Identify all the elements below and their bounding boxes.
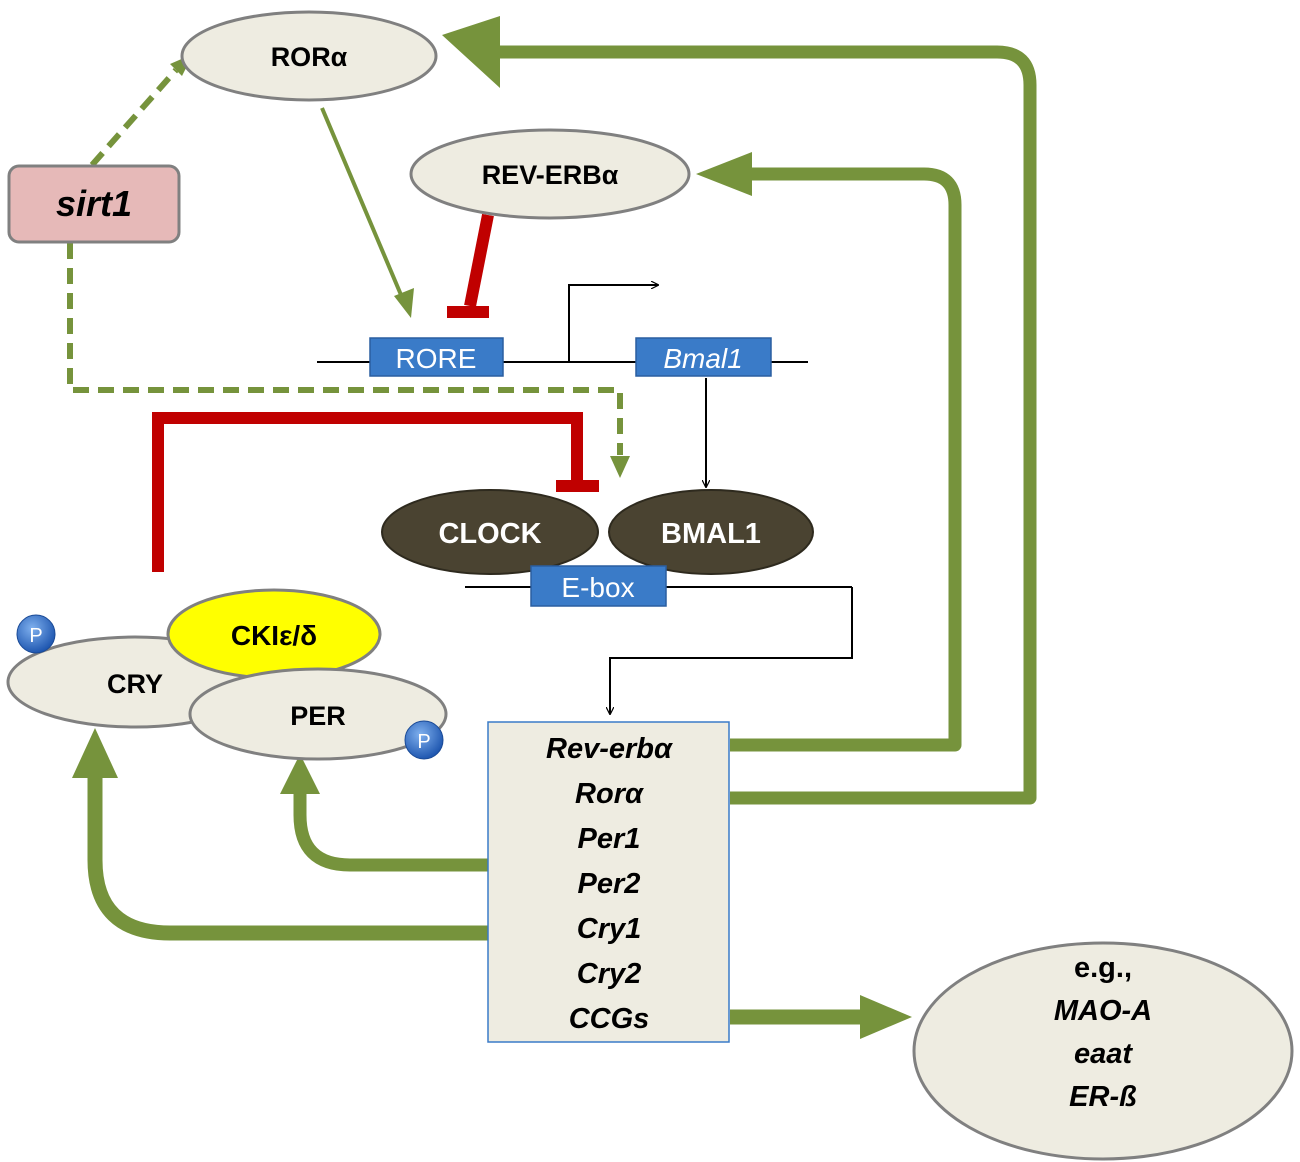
output-item-3: ER-ß [1069, 1081, 1137, 1113]
bmal1-tss-arrow [568, 285, 658, 362]
rore-label: RORE [396, 343, 477, 374]
clock-protein-node [381, 489, 599, 575]
cry-feedback-arrow [87, 775, 488, 941]
reverb-represses-rore [464, 213, 494, 308]
per-feedback-arrow [293, 790, 488, 872]
ebox-label: E-box [561, 572, 634, 603]
target-gene-item-6: CCGs [569, 1003, 650, 1035]
target-gene-item-3: Per2 [578, 868, 641, 900]
reverb-feedback-arrow [730, 167, 962, 752]
rora-protein-label: RORα [271, 42, 348, 72]
bmal1-protein-label: BMAL1 [661, 518, 761, 550]
sirt1-to-clock-head [610, 456, 630, 478]
cry-per-represses-clock [152, 412, 583, 572]
output-item-2: eaat [1074, 1038, 1133, 1070]
ebox-transcription-arrow [610, 587, 853, 714]
per-protein-node [188, 667, 448, 761]
ebox-box [530, 565, 667, 607]
reverb-protein-label: REV-ERBα [482, 160, 619, 190]
output-item-0: e.g., [1074, 952, 1132, 984]
per-phosphate [404, 720, 444, 760]
output-item-1: MAO-A [1054, 995, 1152, 1027]
rora-feedback-arrow [497, 45, 1037, 805]
rora-protein-node [180, 10, 438, 102]
rora-activates-rore-head [394, 288, 414, 318]
cry-phosphate-label: P [29, 625, 42, 647]
bmal1-gene-label: Bmal1 [663, 343, 742, 374]
per-feedback-arrowhead [280, 754, 320, 794]
sirt1-label: sirt1 [56, 183, 132, 224]
target-gene-item-1: Rorα [575, 778, 644, 810]
sirt1-node [7, 164, 181, 244]
target-genes-box [487, 721, 730, 1043]
sirt1-to-clock-dashed [67, 243, 623, 455]
target-gene-item-2: Per1 [578, 823, 641, 855]
cry-feedback-arrowhead [72, 728, 118, 778]
clock-label: CLOCK [438, 518, 541, 550]
ccgs-output-arrowhead [860, 995, 912, 1039]
target-gene-item-5: Cry2 [577, 958, 642, 990]
rore-box [369, 337, 504, 377]
target-gene-item-0: Rev-erbα [546, 733, 673, 765]
rora-activates-rore [320, 107, 406, 303]
bmal1-protein-node [608, 489, 814, 575]
output-genes-node [912, 941, 1294, 1161]
rora-feedback-arrowhead [442, 16, 500, 88]
sirt1-to-rora-dashed [89, 68, 179, 167]
target-gene-item-4: Cry1 [577, 913, 642, 945]
per-label: PER [290, 701, 346, 731]
cki-label: CKIε/δ [231, 620, 317, 651]
reverb-feedback-arrowhead [696, 152, 752, 196]
cry-label: CRY [107, 669, 163, 699]
bmal1-gene-box [635, 337, 772, 377]
per-phosphate-label: P [417, 731, 430, 753]
cry-phosphate [16, 614, 56, 654]
reverb-protein-node [409, 128, 691, 220]
